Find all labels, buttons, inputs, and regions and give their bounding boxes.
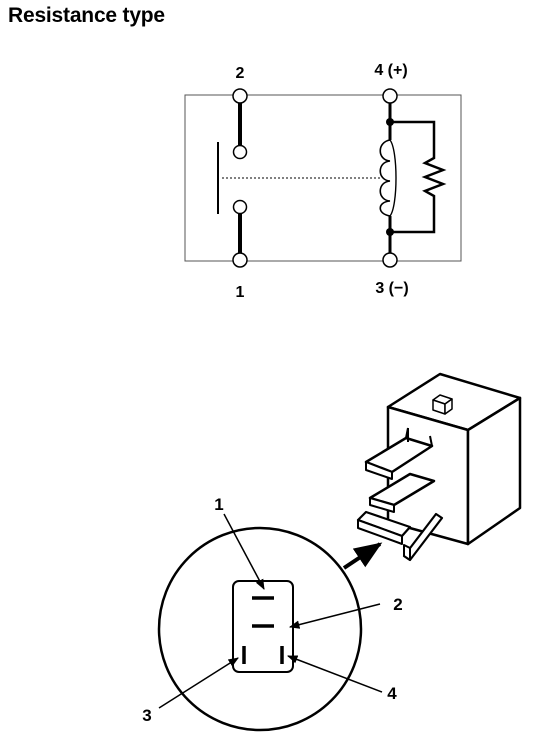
relay-knob-side	[444, 398, 453, 415]
junction-top	[386, 118, 394, 126]
schematic-frame	[184, 94, 462, 262]
terminal-4	[382, 88, 398, 104]
relay-pin-middle-edge	[369, 497, 395, 513]
terminal-label-2: 2	[236, 65, 245, 82]
resistor-circuit	[390, 120, 447, 234]
callout-label-1: 1	[214, 495, 223, 514]
terminal-3	[382, 252, 398, 268]
relay-coil	[379, 139, 391, 217]
relay-pin-lower-left-tab	[357, 519, 403, 545]
relay-side-face	[466, 396, 522, 546]
relay-schematic: 2 4 (+) 1 3 (−)	[184, 62, 462, 301]
callout-label-2: 2	[393, 595, 402, 614]
callout-leader-4	[287, 655, 383, 693]
junction-bottom	[386, 228, 394, 236]
connector-closeup: 1 2 3 4	[142, 495, 403, 732]
switch-contact-upper	[232, 144, 248, 160]
relay-body	[356, 372, 522, 562]
relay-pin-lower-right-face	[403, 544, 411, 561]
callout-leader-1	[223, 513, 265, 590]
coil-core	[389, 139, 397, 217]
relay-pin-upper-edge	[365, 461, 393, 480]
page-title: Resistance type	[8, 4, 165, 27]
terminal-label-3: 3 (−)	[375, 280, 408, 297]
relay-pin-upper-stem2	[429, 435, 433, 447]
callout-leader-3	[158, 657, 239, 709]
switch-contact-lower	[232, 199, 248, 215]
callout-leader-2	[288, 603, 381, 629]
callout-label-4: 4	[387, 684, 397, 703]
orientation-arrow	[342, 542, 383, 570]
terminal-label-4: 4 (+)	[374, 62, 407, 79]
terminal-2	[232, 88, 248, 104]
callout-label-3: 3	[142, 706, 151, 725]
terminal-label-1: 1	[236, 284, 245, 301]
terminal-1	[232, 252, 248, 268]
